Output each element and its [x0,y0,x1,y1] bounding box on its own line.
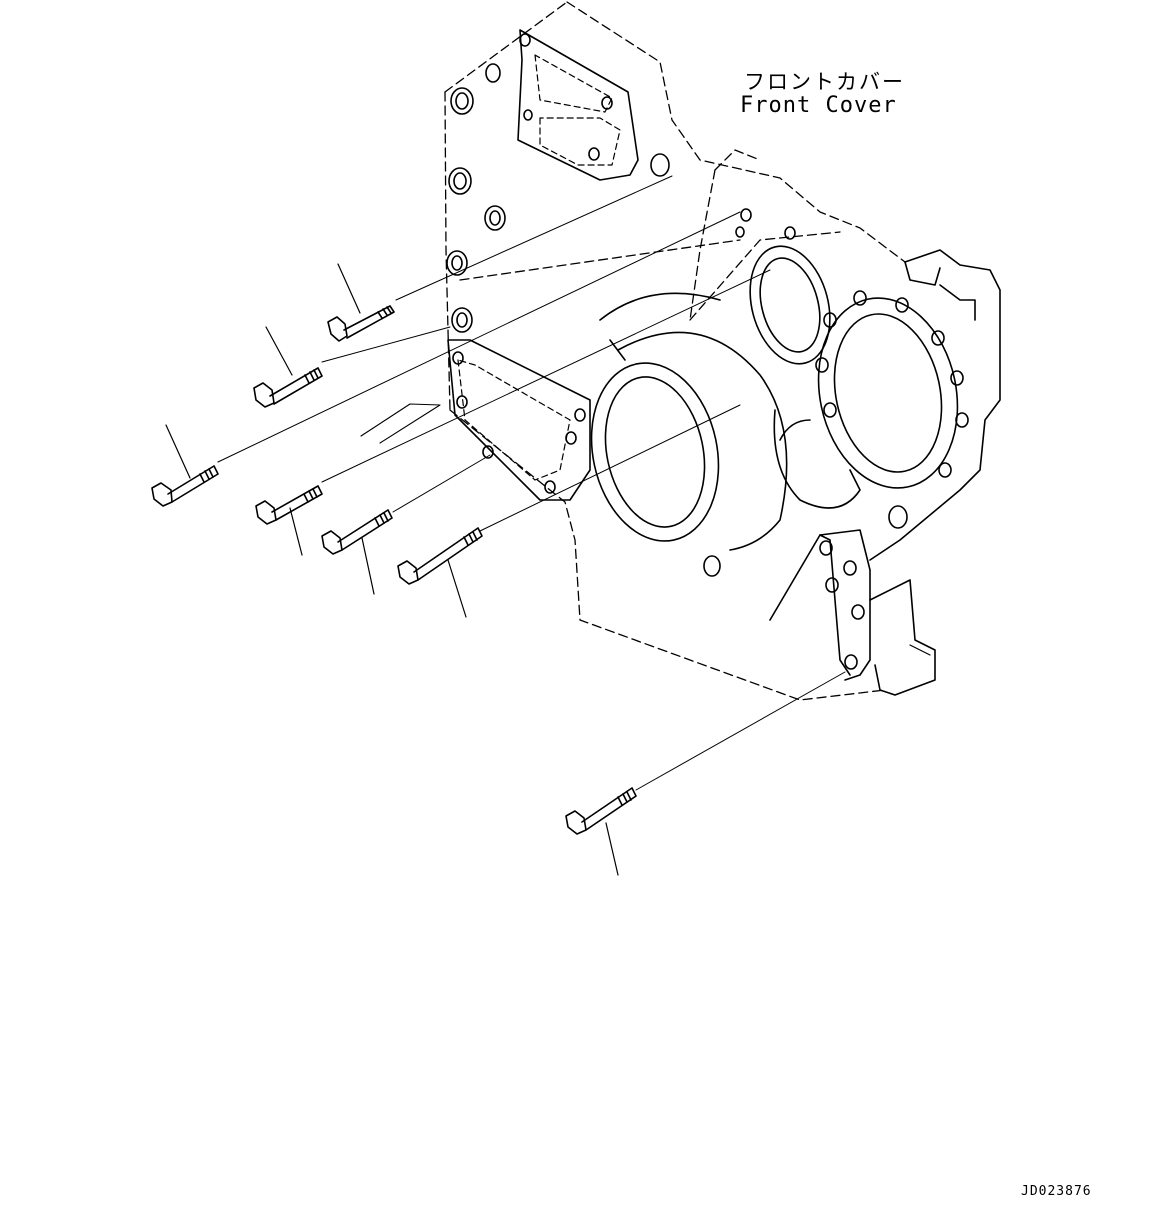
bolt-3 [151,465,219,507]
drawing-id: JD023876 [1021,1184,1092,1199]
bolt-1 [327,305,395,342]
bolt-6 [397,527,483,585]
part-label-japanese: フロントカバー [744,70,905,94]
bolt-4 [255,485,323,525]
callout-lines [165,263,619,876]
bolt-7 [565,787,637,835]
part-label-english: Front Cover [740,93,897,118]
bolt-5 [321,509,393,555]
gasket-outline [360,403,441,444]
bolt-leader-lines [217,175,846,791]
front-cover-housing [444,1,1001,701]
bolt-2 [253,367,323,408]
